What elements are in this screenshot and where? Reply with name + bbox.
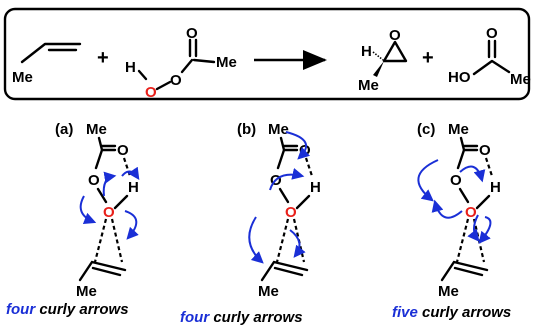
curly-arrow-3 xyxy=(102,171,117,197)
panel-ring-o-label: O xyxy=(88,172,100,189)
panel-label: (a) xyxy=(55,121,73,138)
transition-state-dashes xyxy=(93,218,124,263)
panel-h-label: H xyxy=(128,179,139,196)
curly-arrow-1 xyxy=(417,159,439,202)
curly-arrow-2 xyxy=(431,199,463,219)
peroxide-bonds xyxy=(458,187,491,210)
epoxide-me-label: Me xyxy=(358,77,379,94)
peracid-o-label: O xyxy=(170,72,182,89)
epoxide-structure: H O Me xyxy=(358,27,408,94)
curly-arrow-1 xyxy=(121,166,140,180)
caption-highlight: four xyxy=(6,301,36,318)
panel-me-top-label: Me xyxy=(448,121,469,138)
curly-arrow-3 xyxy=(459,165,486,183)
panel-h-label: H xyxy=(310,179,321,196)
panel-me-bottom-label: Me xyxy=(438,283,459,300)
curly-arrow-4 xyxy=(124,210,139,240)
panel-red-o-label: O xyxy=(285,204,297,221)
curly-arrow-2 xyxy=(79,195,97,225)
panel-me-bottom-label: Me xyxy=(258,283,279,300)
transition-state-dashes xyxy=(275,218,306,263)
panel-label: (c) xyxy=(417,121,435,138)
hydrogen-bond-dash xyxy=(304,157,314,177)
caption-highlight: four xyxy=(180,309,210,325)
curly-arrow-4 xyxy=(289,229,306,258)
equation-box xyxy=(3,7,531,101)
curly-arrow-5 xyxy=(467,214,480,242)
curly-arrow-3 xyxy=(248,216,264,264)
panel-carbonyl-o-label: O xyxy=(117,142,129,159)
panel-me-top-label: Me xyxy=(86,121,107,138)
epoxide-h-label: H xyxy=(361,43,372,60)
curly-arrow-2 xyxy=(269,167,305,191)
peracid-me-label: Me xyxy=(216,54,237,71)
alkene-bonds xyxy=(440,260,489,282)
alkene-bonds xyxy=(260,260,309,282)
propene-me-label: Me xyxy=(12,69,33,86)
acetic-acid-structure: O HO Me xyxy=(448,25,531,88)
alkene-bonds xyxy=(78,260,127,282)
acetyl-bonds xyxy=(456,136,479,170)
acetyl-bonds xyxy=(94,136,117,170)
panel-caption: four curly arrows xyxy=(6,301,129,318)
peracetic-acid-structure: H O O O Me xyxy=(125,25,237,101)
panel-red-o-label: O xyxy=(465,204,477,221)
plus-sign-2: + xyxy=(422,47,434,69)
acid-carbonyl-o-label: O xyxy=(486,25,498,42)
plus-sign-1: + xyxy=(97,47,109,69)
panel-carbonyl-o-label: O xyxy=(479,142,491,159)
panel-h-label: H xyxy=(490,179,501,196)
panel-me-top-label: Me xyxy=(268,121,289,138)
peracid-o-red-label: O xyxy=(145,84,157,101)
caption-rest: curly arrows xyxy=(418,304,511,321)
caption-highlight: five xyxy=(392,304,418,321)
peracid-h-label: H xyxy=(125,59,136,76)
hydrogen-bond-dash xyxy=(484,157,494,177)
panel-label: (b) xyxy=(237,121,256,138)
panel-caption: five curly arrows xyxy=(392,304,511,321)
caption-rest: curly arrows xyxy=(35,301,128,318)
epoxide-o-label: O xyxy=(389,27,401,44)
panel-red-o-label: O xyxy=(103,204,115,221)
acetyl-bonds xyxy=(276,136,299,170)
panel-ring-o-label: O xyxy=(450,172,462,189)
peroxide-bonds xyxy=(96,187,129,210)
peracid-carbonyl-o-label: O xyxy=(186,25,198,42)
acid-me-label: Me xyxy=(510,71,531,88)
peroxide-bonds xyxy=(278,187,311,210)
panel-caption: four curly arrows xyxy=(180,309,303,325)
caption-rest: curly arrows xyxy=(209,309,302,325)
propene-structure: Me xyxy=(12,42,82,86)
curly-arrow-1 xyxy=(285,131,311,160)
acid-ho-label: HO xyxy=(448,69,471,86)
curly-arrow-4 xyxy=(478,216,492,244)
panel-me-bottom-label: Me xyxy=(76,283,97,300)
